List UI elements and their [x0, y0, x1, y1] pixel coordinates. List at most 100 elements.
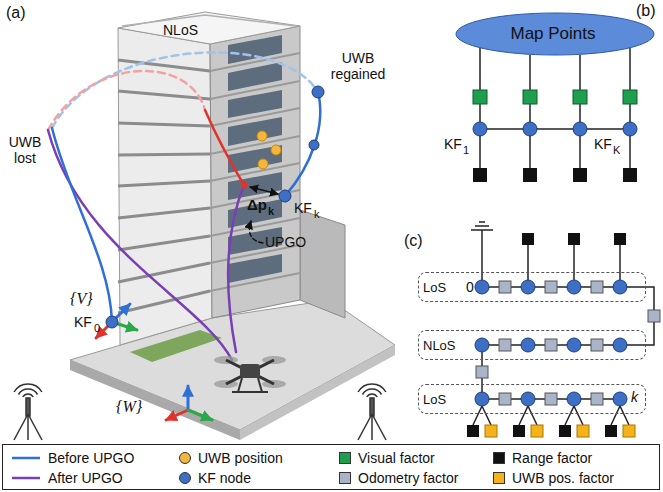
visual-factor: [473, 90, 487, 104]
factor-edge: [629, 48, 631, 90]
factor-edge: [565, 406, 574, 425]
factor-edge: [528, 406, 537, 425]
factor-edge: [619, 245, 621, 280]
factor-edge: [611, 406, 620, 425]
corrected-path: [205, 110, 244, 185]
frame-axes: [188, 410, 212, 420]
keyframe-label: KF: [74, 314, 92, 330]
keyframe-index: 0: [466, 279, 474, 295]
kf-node: [613, 280, 627, 294]
kf-node: [613, 392, 627, 406]
uwb-position-dot: [271, 145, 281, 155]
kf-node: [567, 338, 581, 352]
factor-graph-b: [473, 48, 637, 182]
uwb-anchor: [14, 384, 386, 440]
odometry-factor: [476, 281, 660, 405]
balcony-slab: [118, 154, 210, 155]
kf-node-dot: [309, 140, 319, 150]
after-upgo-line-sample: [12, 477, 40, 480]
legend-text: After UPGO: [48, 470, 123, 486]
uwb-anchor: [14, 414, 28, 440]
kf-node: [475, 280, 489, 294]
uwb-position-swatch: [179, 452, 191, 464]
odometry-factor: [591, 281, 603, 293]
drone: [258, 378, 262, 392]
uwb-pos-factor: [531, 425, 543, 437]
node-text: LoS: [423, 280, 446, 295]
uwb-anchor: [358, 414, 372, 440]
kf-node: [475, 338, 489, 352]
legend-entry: Before UPGO: [11, 450, 134, 466]
uwb-anchor: [28, 414, 42, 440]
range-factor: [623, 168, 637, 182]
odometry-factor: [545, 393, 557, 405]
balcony-slab: [118, 181, 210, 186]
uwb-lost-label: UWB lost: [4, 134, 46, 166]
uwb-anchor: [372, 414, 386, 440]
visual-factor-swatch: [339, 452, 351, 464]
subscript: 1: [463, 144, 469, 157]
los-band: LoS: [418, 272, 646, 302]
drone: [226, 360, 274, 384]
odometry-factor: [499, 339, 511, 351]
legend-entry: Visual factor: [339, 450, 435, 466]
ground-symbol: [479, 221, 485, 223]
kf-node: [567, 392, 581, 406]
legend-text: Visual factor: [358, 450, 435, 466]
range-factor: [467, 425, 479, 437]
visual-factor: [473, 90, 637, 104]
subscript: k: [314, 208, 320, 221]
window: [228, 172, 282, 200]
range-factor: [513, 425, 525, 437]
keyframe-label: KF: [444, 136, 462, 152]
kf-node: [613, 338, 627, 352]
uwb-anchor: [14, 384, 42, 392]
kf-node: [473, 122, 637, 136]
building: [70, 12, 395, 440]
range-factor: [573, 168, 587, 182]
before-upgo-line-sample: [12, 457, 40, 460]
range-factor: [473, 168, 637, 182]
range-factor: [523, 168, 537, 182]
odometry-factor: [476, 366, 488, 378]
kf-node: [523, 122, 537, 136]
kf-node-dot: [312, 86, 324, 98]
uwb-anchor: [27, 414, 29, 440]
nlos-label: NLoS: [163, 22, 198, 38]
panel-letter: (b): [636, 2, 656, 20]
tower-side-face: [210, 26, 300, 318]
factor-edge: [573, 245, 575, 280]
side-floor-line: [210, 53, 300, 291]
uwb-anchor: [358, 384, 386, 392]
factor-edge: [479, 48, 481, 90]
legend-entry: UWB pos. factor: [493, 470, 614, 486]
legend-text: KF node: [198, 470, 251, 486]
before-upgo-path: [52, 128, 112, 322]
legend-entry: After UPGO: [11, 470, 123, 486]
window: [228, 90, 282, 118]
building-base: [70, 360, 240, 440]
kf-node: [567, 280, 581, 294]
kf-node: [573, 122, 587, 136]
ground-symbol: [475, 225, 489, 227]
legend-text: UWB pos. factor: [512, 470, 614, 486]
range-factor: [568, 233, 580, 245]
nlos-band: NLoS: [418, 330, 646, 360]
uwb-position-dot: [257, 131, 267, 141]
uwb-pos-factor: [485, 425, 635, 437]
window: [228, 35, 282, 64]
factor-edge: [529, 55, 531, 90]
kf-node: [521, 392, 535, 406]
kf-node: [521, 280, 535, 294]
kf-node-dot: [279, 190, 291, 202]
visual-factor: [523, 90, 537, 104]
window: [228, 254, 282, 283]
building-wing: [300, 210, 345, 318]
subscript: k: [268, 205, 274, 218]
balcony-slab: [118, 236, 210, 250]
range-factor: [522, 233, 534, 245]
factor-edge: [519, 406, 528, 425]
odometry-factor: [545, 339, 557, 351]
drone: [214, 356, 286, 392]
legend-text: Range factor: [512, 450, 592, 466]
